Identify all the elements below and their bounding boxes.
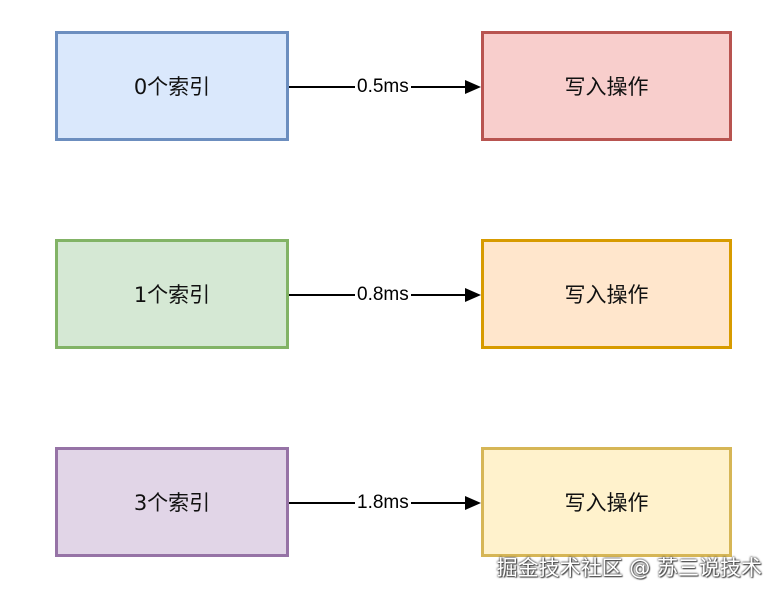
arrowhead-icon <box>465 80 481 94</box>
arrowhead-icon <box>465 288 481 302</box>
arrow-connector: 0.8ms <box>289 283 481 307</box>
write-op-label: 写入操作 <box>564 491 649 515</box>
index-box-label: 1个索引 <box>133 283 211 307</box>
write-op-box-1: 写入操作 <box>481 239 732 349</box>
write-op-label: 写入操作 <box>564 75 649 99</box>
index-box-label: 3个索引 <box>133 491 211 515</box>
latency-label: 0.5ms <box>355 75 411 99</box>
index-box-label: 0个索引 <box>133 75 211 99</box>
watermark: 掘金技术社区 @ 苏三说技术 <box>496 556 762 580</box>
write-op-box-0: 写入操作 <box>481 31 732 141</box>
arrowhead-icon <box>465 496 481 510</box>
arrow-connector: 1.8ms <box>289 491 481 515</box>
write-op-label: 写入操作 <box>564 283 649 307</box>
index-box-3: 3个索引 <box>55 447 289 557</box>
write-op-box-2: 写入操作 <box>481 447 732 557</box>
index-box-1: 1个索引 <box>55 239 289 349</box>
index-box-0: 0个索引 <box>55 31 289 141</box>
latency-label: 0.8ms <box>355 283 411 307</box>
arrow-connector: 0.5ms <box>289 75 481 99</box>
latency-label: 1.8ms <box>355 491 411 515</box>
